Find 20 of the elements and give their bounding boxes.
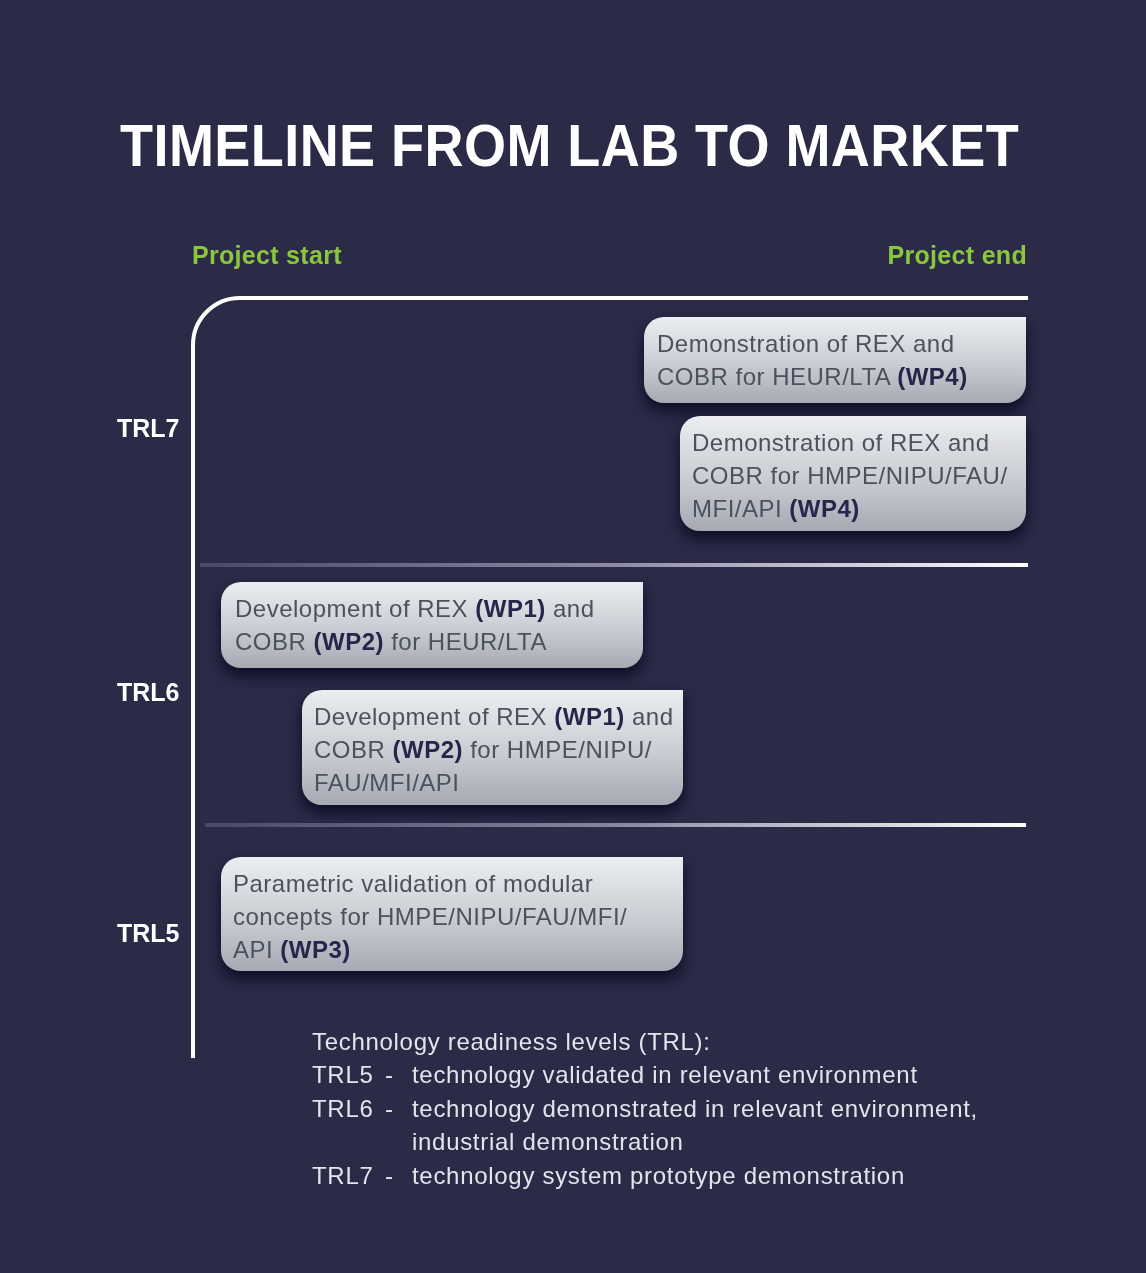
timeline-end-label: Project end bbox=[887, 240, 1027, 270]
level-label: TRL7 bbox=[117, 413, 180, 443]
definition-dash: - bbox=[385, 1093, 394, 1124]
definition-text: technology validated in relevant environment bbox=[412, 1060, 918, 1090]
level-label: TRL5 bbox=[117, 918, 180, 948]
definition-dash: - bbox=[385, 1160, 394, 1191]
definition-text: technology system prototype demonstration bbox=[412, 1160, 905, 1191]
timeline-start-label: Project start bbox=[192, 240, 342, 270]
activity-box: Parametric validation of modular concepts for HMPE/NIPU/FAU/MFI/API (WP3) bbox=[221, 857, 683, 971]
note-heading: Technology readiness levels (TRL): bbox=[312, 1027, 711, 1057]
definition-term: TRL6 bbox=[312, 1093, 374, 1124]
activity-box: Development of REX (WP1) and COBR (WP2) for HMPE/NIPU/FAU/MFI/API bbox=[302, 690, 683, 805]
level-label: TRL6 bbox=[117, 677, 180, 707]
activity-box: Demonstration of REX and COBR for HMPE/NIPU/FAU/MFI/API (WP4) bbox=[680, 416, 1026, 531]
definition-dash: - bbox=[385, 1060, 394, 1090]
diagram-title: TIMELINE FROM LAB TO MARKET bbox=[120, 116, 1020, 176]
definition-term: TRL7 bbox=[312, 1160, 374, 1191]
definition-term: TRL5 bbox=[312, 1060, 374, 1090]
activity-box: Development of REX (WP1) and COBR (WP2) for HEUR/LTA bbox=[221, 582, 643, 668]
activity-box: Demonstration of REX and COBR for HEUR/LTA (WP4) bbox=[644, 317, 1026, 403]
